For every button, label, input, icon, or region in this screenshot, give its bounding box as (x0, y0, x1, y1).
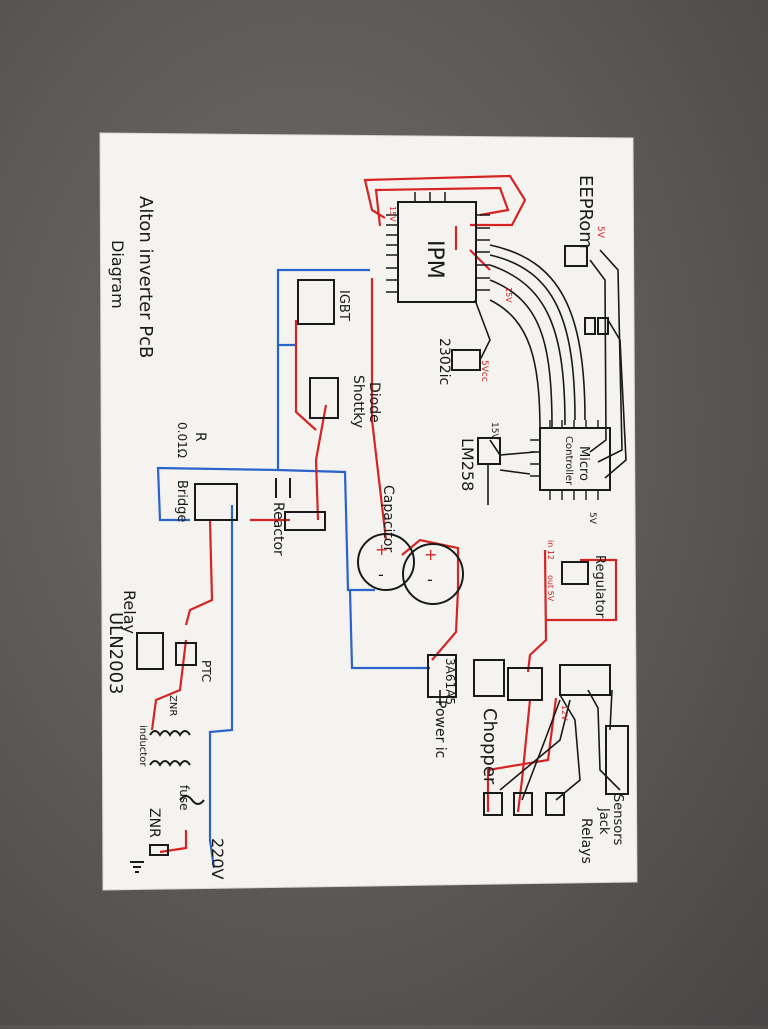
svg-text:+: + (375, 540, 388, 559)
v-12-relays: 12V (560, 705, 569, 721)
v-reg-in: in 12 (546, 540, 555, 560)
chopper-core (473, 659, 505, 697)
label-uln: ULN2003 (105, 612, 126, 694)
labels: Alton inverter PcB Diagram IPM EEPRom IG… (105, 175, 625, 880)
v-5-eeprom: 5V (595, 226, 605, 239)
blue-wires (156, 268, 430, 869)
diode-chip (309, 377, 339, 419)
relay-2 (513, 792, 533, 816)
title-line1: Alton inverter PcB (135, 196, 156, 358)
label-reactor: Reactor (270, 502, 286, 556)
label-micro: Micro (576, 446, 591, 481)
label-jack: Jack (596, 807, 611, 835)
label-2302ic: 2302ic (436, 338, 452, 385)
title-line2: Diagram (108, 240, 127, 309)
label-diode: Diode (366, 382, 382, 423)
ic-2302-chip (451, 349, 481, 371)
micro-chip (539, 427, 611, 491)
uln-chip (559, 664, 611, 696)
sensors-jack-block (605, 725, 629, 795)
label-shottky: Shottky (350, 375, 366, 428)
label-znr-top: ZNR (167, 695, 178, 716)
label-bridge: Bridge (174, 480, 189, 522)
reactor-chip (284, 511, 326, 531)
label-fuse: fuse (177, 785, 191, 810)
label-ptc: PTC (199, 660, 213, 682)
capacitor-right (402, 543, 464, 605)
igbt-chip (297, 279, 335, 325)
svg-text:-: - (427, 570, 433, 589)
ptc-block (175, 642, 197, 666)
label-igbt: IGBT (336, 290, 351, 321)
label-relay: Relay (120, 590, 139, 634)
bridge-chip (194, 483, 238, 521)
label-znr-bottom: ZNR (146, 808, 162, 838)
capacitor-left (357, 533, 415, 591)
label-inductor: inductor (137, 725, 148, 767)
label-chopper: Chopper (479, 708, 500, 785)
label-lm258: LM258 (458, 438, 477, 491)
power-ic-chip (427, 654, 457, 698)
label-eeprom: EEPRom (575, 175, 596, 249)
v-reg-out: out 5V (546, 575, 555, 602)
label-resistor: R (192, 432, 208, 442)
label-power-ic: Power ic (432, 700, 448, 758)
black-wires (439, 244, 627, 801)
v-15-lm: 15V (489, 422, 499, 440)
label-mains: 220V (208, 838, 227, 880)
label-power-ic-part: 3A61A5 (443, 658, 457, 705)
label-ipm: IPM (422, 240, 447, 279)
eeprom-chip (564, 245, 588, 267)
polarity-marks: + + (375, 540, 437, 564)
component-shapes (130, 192, 629, 873)
v-15-mid: 15V (504, 287, 513, 303)
label-relays: Relays (578, 818, 594, 864)
v-15-ipm: 15V (388, 206, 397, 222)
relay-3 (545, 792, 565, 816)
label-capacitor: Capacitor (380, 485, 396, 552)
v-5-micro: 5V (587, 512, 597, 525)
svg-text:-: - (378, 565, 384, 584)
relay-1 (483, 792, 503, 816)
label-sensors: Sensors (610, 794, 625, 846)
v-5-vcc: 5Vcc (479, 360, 489, 382)
label-resistor-value: 0.01Ω (175, 422, 189, 458)
label-controller: Controller (563, 436, 574, 486)
svg-text:+: + (424, 545, 437, 564)
regulator-chip (561, 561, 589, 585)
paper-sheet (99, 132, 638, 891)
main-relay (136, 632, 164, 670)
lm258-chip (477, 437, 501, 465)
label-regulator: Regulator (592, 555, 607, 619)
